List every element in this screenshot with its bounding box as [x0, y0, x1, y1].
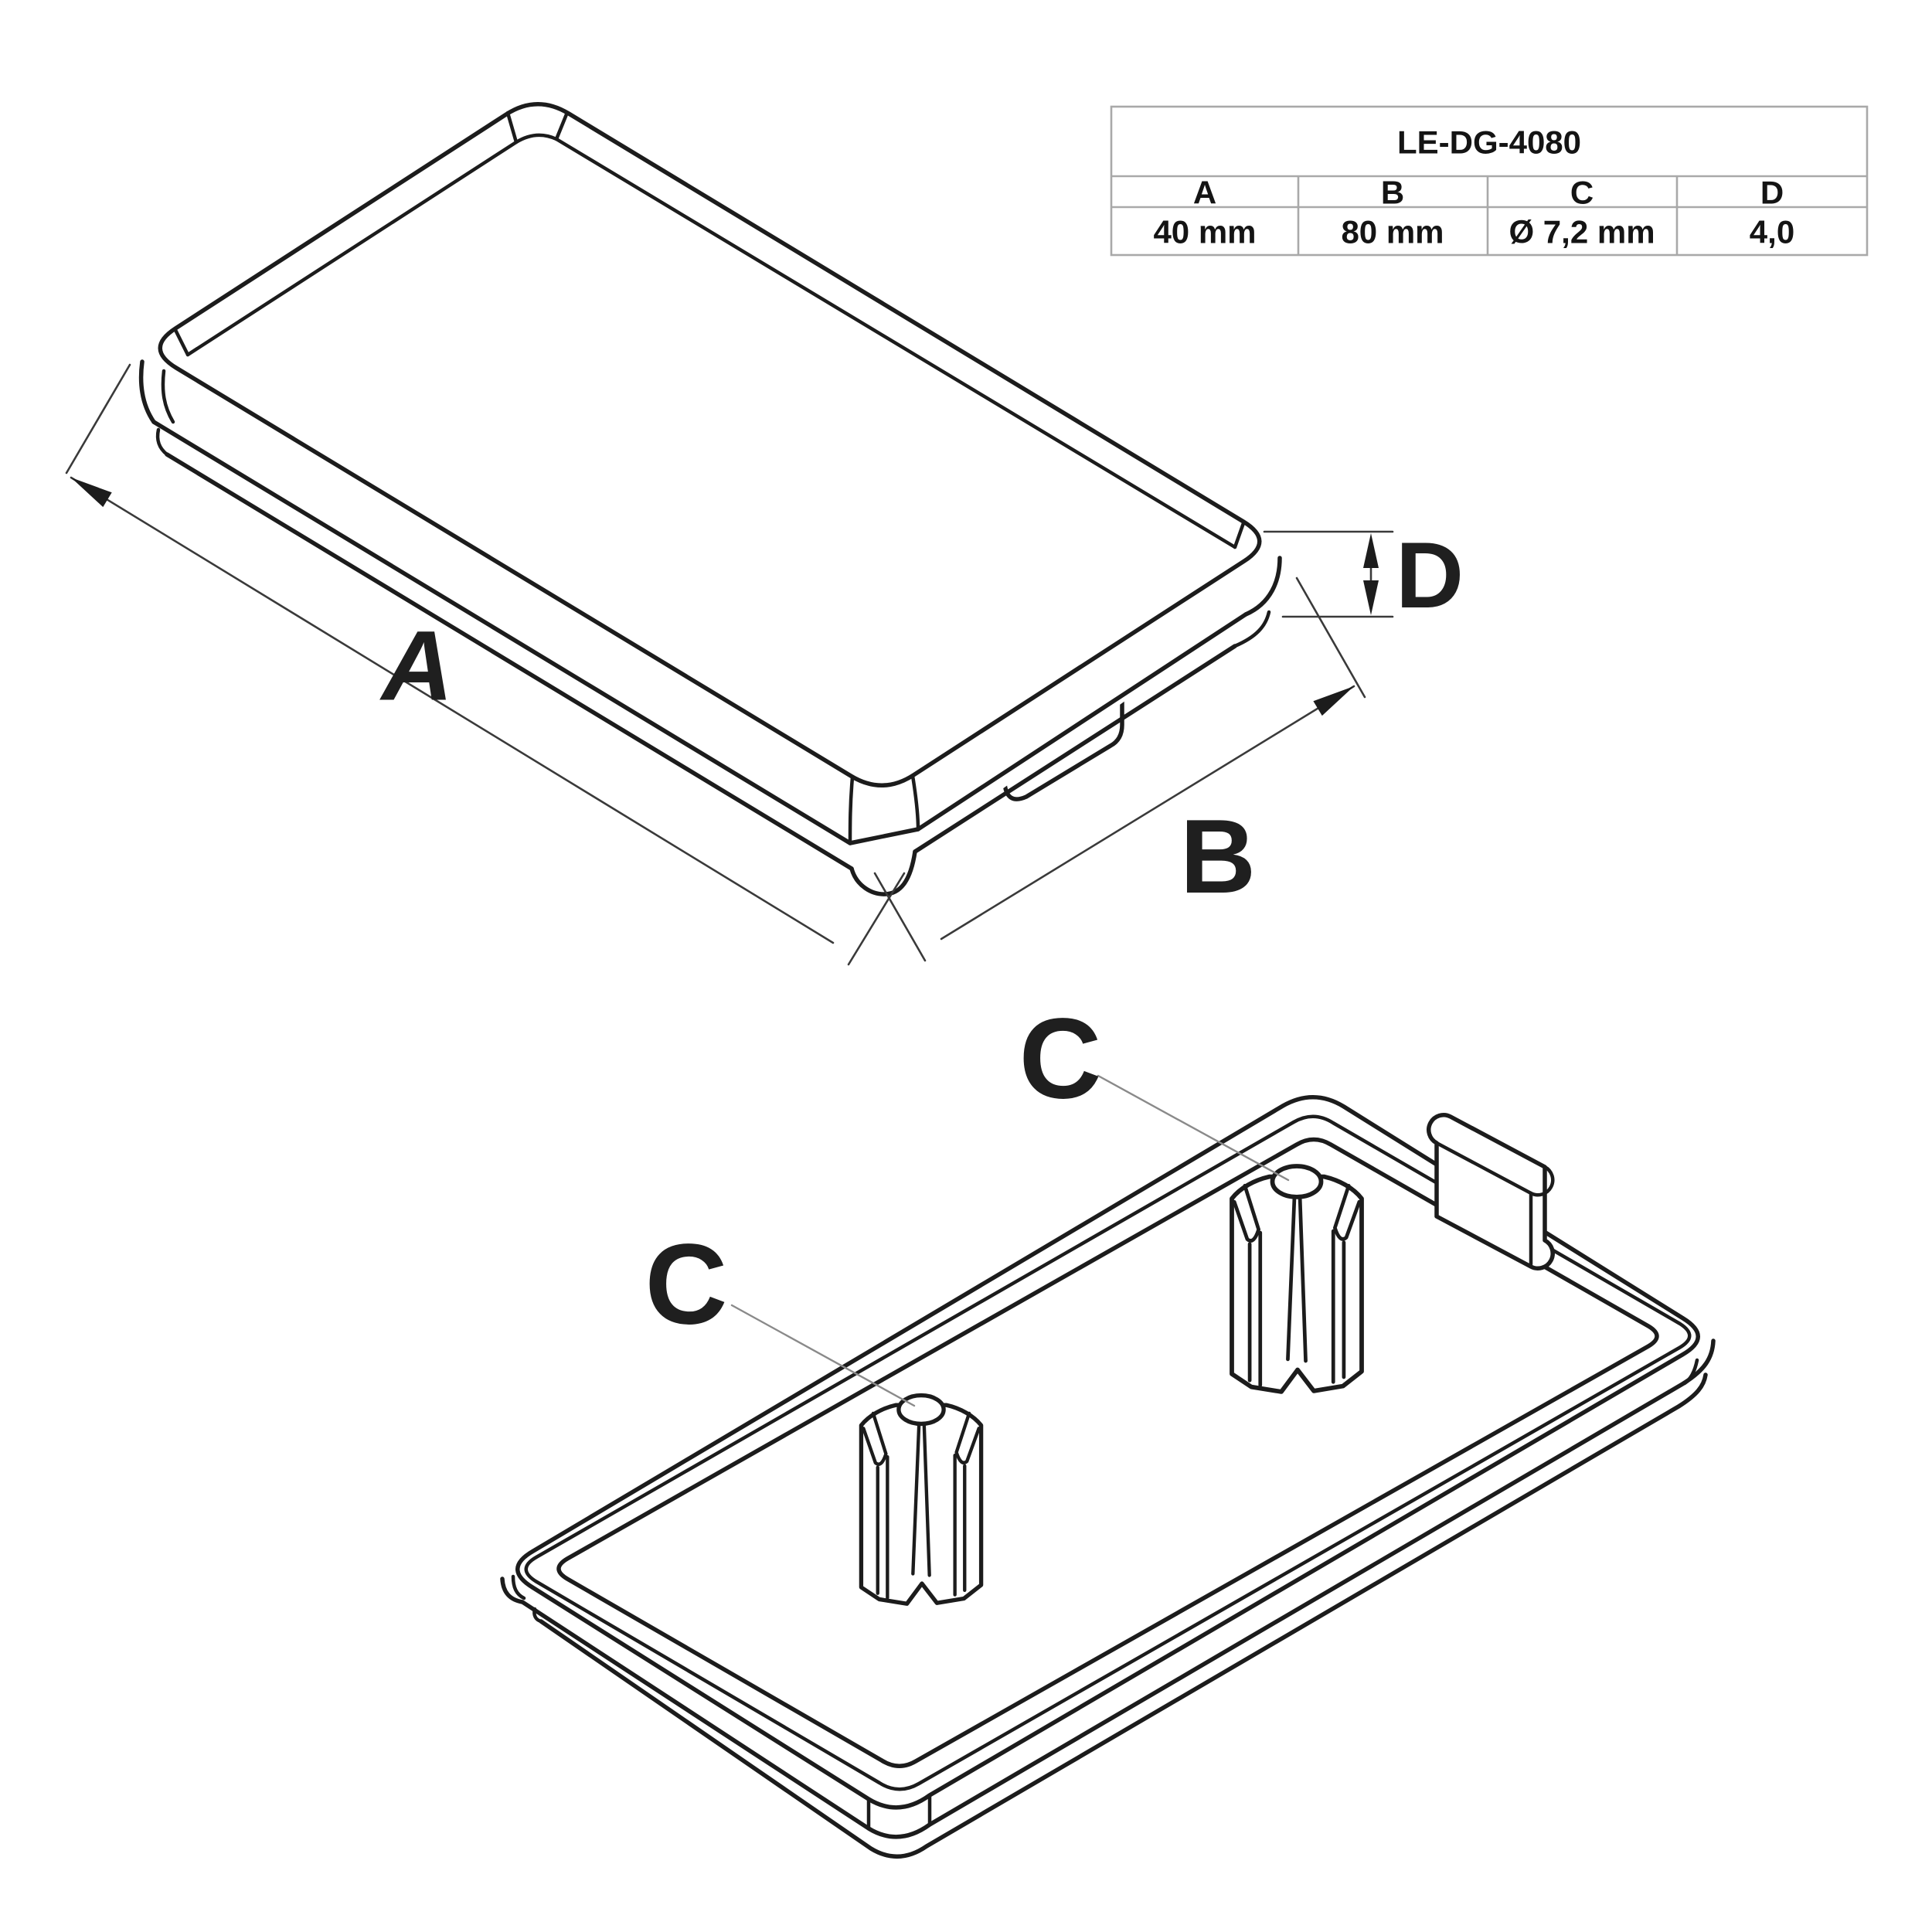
apex-extension-line-left — [847, 872, 906, 966]
spec-table: LE-DG-4080 A B C D 40 mm 80 mm Ø 7,2 mm … — [1110, 105, 1869, 257]
apex-corner-edge-left — [848, 775, 855, 845]
lip-end-arc — [1233, 610, 1271, 648]
cap-body-fill — [142, 104, 1280, 895]
wall-bottom-right-edge — [916, 612, 1248, 832]
pin-right — [1230, 1164, 1364, 1394]
plate-corner-seam-left — [511, 1574, 526, 1600]
plate-corner-seam-right — [1682, 1358, 1699, 1386]
pin-notch-strip-left — [1232, 1183, 1261, 1243]
arrowhead-a — [71, 478, 112, 508]
lip-start-arc — [155, 427, 169, 457]
pin-center-groove — [1286, 1197, 1308, 1363]
table-header-a: A — [1193, 175, 1216, 211]
arrowhead-d-down — [1363, 580, 1379, 615]
dimension-line-b — [940, 685, 1355, 940]
table-value-a: 40 mm — [1153, 214, 1256, 250]
wall-corner-right-arc — [1243, 556, 1282, 617]
leader-line-left-pin — [730, 1304, 916, 1407]
chamfer-seam-top-a — [505, 111, 519, 145]
pin-notch-strip-right — [1332, 1183, 1362, 1241]
pin-fin-edges — [1247, 1229, 1346, 1387]
pin-dome — [1270, 1164, 1324, 1199]
table-value-c: Ø 7,2 mm — [1509, 214, 1655, 250]
pin-left — [859, 1393, 984, 1606]
chamfer-seam-top-b — [554, 112, 569, 141]
pin-notch-strip-right — [954, 1411, 981, 1464]
arrowhead-d-up — [1363, 533, 1379, 568]
table-header-c: C — [1570, 175, 1594, 211]
apex-extension-line-right — [873, 872, 927, 962]
lip-right-edge — [913, 644, 1237, 854]
dimension-d: D — [1263, 522, 1464, 628]
table-value-d: 4,0 — [1750, 214, 1794, 250]
lip-left-edge — [165, 452, 854, 871]
pin-silhouette — [859, 1403, 984, 1606]
table-header-d: D — [1760, 175, 1784, 211]
extension-line-a — [65, 363, 131, 474]
plate-lip-edge — [539, 1372, 1708, 1859]
extension-line-b — [1295, 577, 1366, 699]
wall-bottom-left-edge — [151, 420, 852, 845]
wall-corner-left-inner — [161, 369, 175, 424]
callout-c-left-pin: C — [645, 1221, 916, 1407]
pin-silhouette — [1230, 1174, 1364, 1394]
clip-tab-bottom-view — [1427, 1113, 1555, 1270]
plate-inner-rim — [524, 1114, 1692, 1791]
table-border — [1110, 105, 1869, 257]
chamfer-seam-right — [1233, 521, 1246, 549]
dimension-b: B — [940, 577, 1366, 940]
wall-foot-step — [848, 827, 920, 845]
leader-line-right-pin — [1097, 1074, 1290, 1182]
plate-recess-floor — [556, 1137, 1659, 1768]
apex-corner-edge-right — [910, 774, 920, 832]
callout-label-c-top: C — [1019, 995, 1102, 1123]
arrowhead-b — [1313, 686, 1354, 716]
cap-top-face-outline — [158, 102, 1262, 787]
lip-foot-curve — [849, 849, 917, 896]
clip-tab-crease — [1434, 1141, 1555, 1197]
plate-wall-bottom-edge — [500, 1338, 1716, 1839]
callout-label-c-left: C — [645, 1221, 728, 1349]
pin-notch-strip-left — [862, 1411, 888, 1466]
table-title: LE-DG-4080 — [1397, 124, 1581, 161]
callout-c-right-pin: C — [1019, 995, 1290, 1182]
plate-body-fill — [517, 1097, 1713, 1857]
bottom-isometric-view: C C — [500, 995, 1716, 1859]
table-header-b: B — [1381, 175, 1404, 211]
pin-center-groove — [911, 1424, 931, 1577]
dimension-line-a — [70, 476, 835, 944]
pin-fin-edges — [876, 1454, 967, 1600]
top-isometric-view: A B D — [65, 102, 1464, 966]
dimension-label-d: D — [1396, 522, 1464, 628]
dimension-label-a: A — [379, 611, 453, 722]
table-value-b: 80 mm — [1341, 214, 1444, 250]
dimension-a: A — [65, 363, 835, 944]
chamfer-seam-left — [173, 328, 190, 357]
pin-dome — [896, 1393, 946, 1427]
wall-corner-left-outer — [138, 359, 156, 424]
dimension-label-b: B — [1180, 798, 1256, 915]
